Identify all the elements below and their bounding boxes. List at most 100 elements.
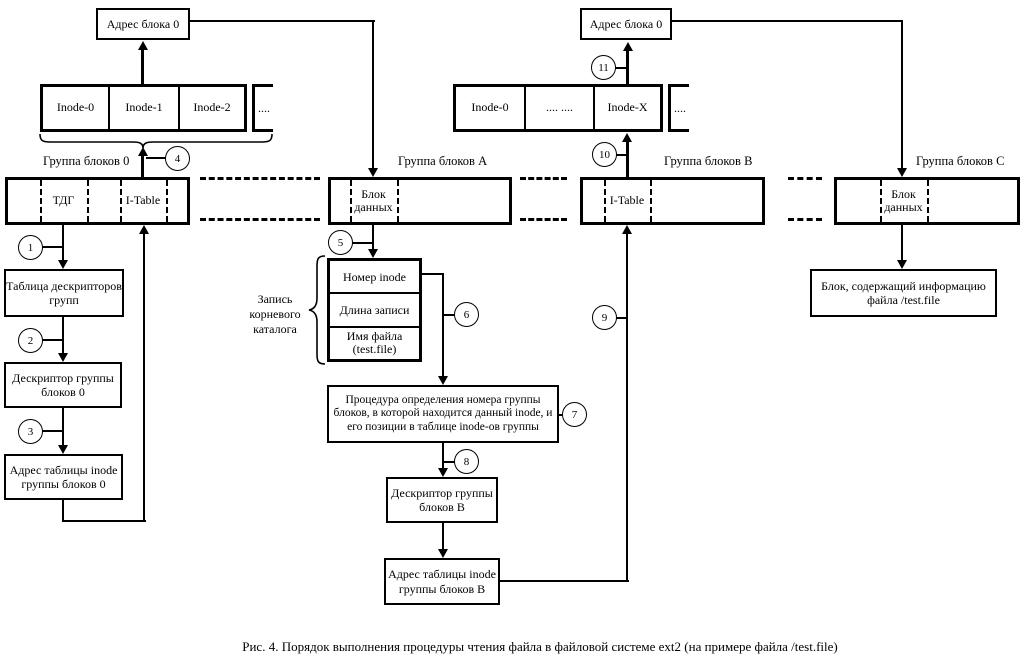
step-circle-3: 3 [18,419,43,444]
step-circle-1: 1 [18,235,43,260]
cell-divider [108,87,110,129]
root-record-brace-label: Запись корневого каталога [249,292,301,336]
step-stub [42,246,64,248]
datablock-cell: Блок данных [354,186,393,214]
arrowhead [897,168,907,177]
connector-line [626,233,628,582]
step-circle-11: 11 [591,55,616,80]
arrowhead [58,445,68,454]
arrowhead [438,376,448,385]
connector-line [143,233,145,522]
arrowhead [139,225,149,234]
step-circle-5: 5 [328,230,353,255]
step-circle-4: 4 [165,146,190,171]
inode-cell: Inode-0 [56,100,95,115]
group-descriptor-table-box: Таблица дескрипторов групп [4,269,124,317]
cell-divider [178,87,180,129]
connector-line [141,155,144,177]
arrowhead [58,353,68,362]
group-gap-dashes [520,177,567,180]
arrowhead [438,549,448,558]
inode-table-row-left: Inode-0 Inode-1 Inode-2 [40,84,247,132]
dashed-divider [87,180,89,222]
connector-line [672,20,903,22]
group-gap-dashes [520,218,567,221]
procedure-box: Процедура определения номера группы блок… [327,385,559,443]
step-circle-8: 8 [454,449,479,474]
inode-table-address-group-b-box: Адрес таблицы inode группы блоков В [384,558,500,605]
connector-line [442,443,444,470]
cell-divider [593,87,595,129]
inode-row-right-ellipsis: .... [668,84,689,132]
connector-line [372,22,374,169]
underbrace [39,133,273,149]
address-block-0-left-box: Адрес блока 0 [96,8,190,40]
cell-divider [524,87,526,129]
step-stub [557,414,565,416]
group-b-box: I-Table [580,177,765,225]
inode-cell: Inode-X [607,100,648,115]
figure-caption: Рис. 4. Порядок выполнения процедуры чте… [242,639,838,654]
tdg-cell: ТДГ [52,193,75,208]
step-circle-7: 7 [562,402,587,427]
root-dir-record-stack: Номер inode Длина записи Имя файла (test… [327,258,422,362]
group-b-label: Группа блоков В [664,154,753,168]
arrowhead [368,168,378,177]
connector-line [141,49,144,84]
step-stub [616,317,628,319]
dashed-divider [120,180,122,222]
connector-line [901,225,903,261]
connector-line [626,141,629,177]
inode-number-cell: Номер inode [342,269,407,284]
step-stub [146,157,166,159]
inode-cell: Inode-1 [125,100,163,115]
dashed-divider [350,180,352,222]
descriptor-group-b-box: Дескриптор группы блоков В [386,477,498,523]
address-block-0-left-label: Адрес блока 0 [106,16,180,31]
group-0-box: ТДГ I-Table [5,177,190,225]
dashed-divider [166,180,168,222]
connector-line [442,273,444,378]
inode-cell: .... .... [546,100,573,115]
arrowhead [622,133,632,142]
step-circle-2: 2 [18,328,43,353]
group-a-box: Блок данных [328,177,512,225]
dashed-divider [927,180,929,222]
connector-line [500,580,629,582]
dashed-divider [604,180,606,222]
arrowhead [622,225,632,234]
arrowhead [368,249,378,258]
address-block-0-right-label: Адрес блока 0 [589,16,663,31]
step-stub [42,339,64,341]
step-stub [444,461,456,463]
connector-line [62,225,64,261]
connector-line [901,22,903,169]
inode-table-row-right: Inode-0 .... .... Inode-X [453,84,663,132]
dashed-divider [40,180,42,222]
arrowhead [623,42,633,51]
group-gap-dashes [200,218,320,221]
group-0-label: Группа блоков 0 [43,154,130,168]
connector-line [420,273,444,275]
file-name-cell: Имя файла (test.file) [330,325,419,359]
connector-line [190,20,375,22]
arrowhead [438,468,448,477]
itable-cell: I-Table [125,193,161,208]
dashed-divider [650,180,652,222]
record-length-cell: Длина записи [330,292,419,325]
connector-line [62,408,64,446]
arrowhead [58,260,68,269]
group-gap-dashes [788,177,822,180]
datablock-cell: Блок данных [884,186,923,214]
step-circle-6: 6 [454,302,479,327]
group-a-label: Группа блоков А [398,154,488,168]
connector-line [62,520,146,522]
step-circle-10: 10 [592,142,617,167]
inode-table-address-group-0-box: Адрес таблицы inode группы блоков 0 [4,454,123,500]
group-gap-dashes [788,218,822,221]
group-c-box: Блок данных [834,177,1020,225]
group-c-label: Группа блоков С [916,154,1005,168]
step-stub [616,154,628,156]
step-stub [615,67,628,69]
